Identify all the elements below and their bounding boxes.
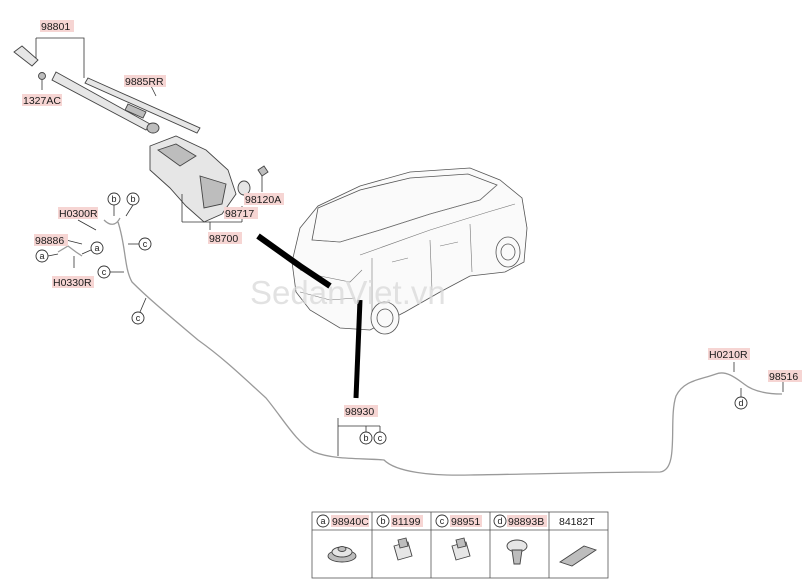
marker-b: b <box>359 431 373 445</box>
svg-text:d: d <box>738 398 743 408</box>
circle-markers: b b c a a c c <box>35 192 748 445</box>
wiper-arm-assembly <box>13 45 201 134</box>
svg-text:b: b <box>380 516 385 526</box>
legend-header-a: a 98940C <box>316 514 369 528</box>
label-H0330R: H0330R <box>53 277 92 289</box>
clip-thumbnail-c <box>451 537 471 561</box>
legend-header-84182T: 84182T <box>559 516 595 528</box>
legend-part-81199: 81199 <box>392 516 421 528</box>
label-98886: 98886 <box>35 235 64 247</box>
svg-text:c: c <box>378 433 383 443</box>
label-1327AC: 1327AC <box>23 95 61 107</box>
marker-c: c <box>131 311 145 325</box>
legend-part-84182T: 84182T <box>559 516 595 528</box>
car-illustration <box>256 167 528 399</box>
label-H0210R: H0210R <box>709 349 748 361</box>
marker-c: c <box>373 431 387 445</box>
legend-part-98951: 98951 <box>451 516 480 528</box>
label-98801: 98801 <box>41 21 70 33</box>
pad-thumbnail <box>558 545 598 567</box>
label-98700: 98700 <box>209 233 238 245</box>
marker-d: d <box>734 396 748 410</box>
washer-hoses <box>57 217 783 476</box>
grommet-thumbnail <box>327 546 357 563</box>
marker-c: c <box>97 265 111 279</box>
svg-text:b: b <box>111 194 116 204</box>
clip-thumbnail-b <box>393 537 413 561</box>
label-98120A: 98120A <box>245 194 281 206</box>
marker-a: a <box>90 241 104 255</box>
label-9885RR: 9885RR <box>125 76 164 88</box>
legend-header-c: c 98951 <box>435 514 482 528</box>
svg-text:a: a <box>94 243 99 253</box>
marker-c: c <box>138 237 152 251</box>
svg-text:b: b <box>130 194 135 204</box>
marker-b: b <box>126 192 140 206</box>
marker-b: b <box>107 192 121 206</box>
legend-part-98940C: 98940C <box>332 516 369 528</box>
legend-header-b: b 81199 <box>376 514 423 528</box>
svg-text:b: b <box>363 433 368 443</box>
parts-legend-table: a 98940C b 81199 c 98951 d 98893B 84182T <box>311 511 609 579</box>
watermark: SedanViet.vn <box>250 274 446 311</box>
plug-thumbnail <box>506 539 528 565</box>
svg-text:c: c <box>102 267 107 277</box>
svg-text:d: d <box>497 516 502 526</box>
label-H0300R: H0300R <box>59 208 98 220</box>
label-98717: 98717 <box>225 208 254 220</box>
part-labels: 98801 1327AC 9885RR 98717 98120A 98700 H… <box>22 20 802 418</box>
svg-text:c: c <box>143 239 148 249</box>
wiper-motor <box>149 135 269 223</box>
legend-header-d: d 98893B <box>493 514 547 528</box>
marker-a: a <box>35 249 49 263</box>
legend-part-98893B: 98893B <box>508 516 544 528</box>
svg-text:a: a <box>39 251 44 261</box>
svg-text:c: c <box>136 313 141 323</box>
label-98516: 98516 <box>769 371 798 383</box>
label-98930: 98930 <box>345 406 374 418</box>
svg-text:c: c <box>440 516 445 526</box>
svg-text:a: a <box>320 516 325 526</box>
